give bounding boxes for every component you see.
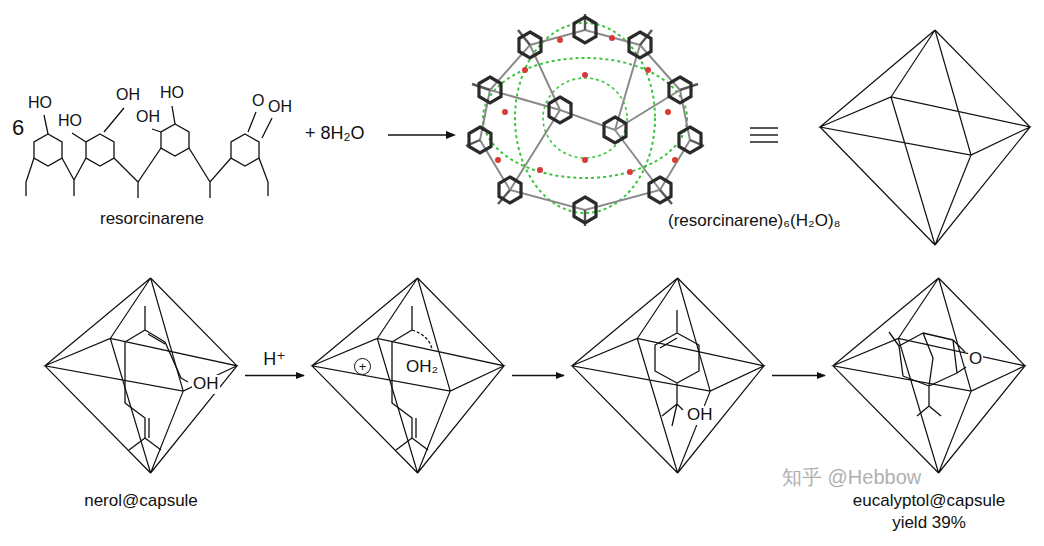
drawing-part xyxy=(466,14,704,226)
drawing-part xyxy=(582,72,588,78)
octahedron-edges xyxy=(572,278,764,473)
aryl-ring xyxy=(161,124,189,156)
octahedron-edges xyxy=(833,278,1025,473)
drawing-part xyxy=(609,35,615,41)
drawing-part xyxy=(446,131,456,139)
drawing-part xyxy=(574,197,596,223)
atom-label: OH xyxy=(116,86,140,104)
drawing-part xyxy=(537,167,543,173)
reaction-arrow xyxy=(388,131,456,139)
drawing-part xyxy=(750,127,778,128)
drawing-part xyxy=(388,134,448,135)
drawing-part xyxy=(750,141,778,142)
compound-name: (resorcinarene)₆(H₂O)₈ xyxy=(668,212,841,231)
yield-note: yield 39% xyxy=(891,514,967,533)
octahedron-outline xyxy=(833,278,1025,473)
drawing-part xyxy=(495,35,678,175)
drawing-part xyxy=(582,157,588,163)
drawing-part xyxy=(499,177,521,203)
octahedron-outline xyxy=(572,278,764,473)
drawing-part xyxy=(665,109,671,115)
drawing-part xyxy=(750,134,778,135)
guest-molecule xyxy=(412,330,432,350)
stoichiometric-coefficient: 6 xyxy=(12,116,24,140)
capsule-octahedron: + OH₂ xyxy=(312,278,504,473)
drawing-part xyxy=(480,30,690,210)
drawing-part xyxy=(557,37,563,43)
aryl-ring xyxy=(34,134,62,166)
atom-label: OH xyxy=(192,375,220,394)
aryl-ring xyxy=(231,134,259,166)
arrow-reagent: H⁺ xyxy=(263,350,286,370)
octahedron-edges xyxy=(45,278,237,473)
atom-label: OH xyxy=(136,108,160,126)
species-caption: eucalyptol@capsule xyxy=(852,492,1006,511)
octahedron-edges xyxy=(312,278,504,473)
reaction-arrow xyxy=(772,375,825,376)
atom-label: OH₂ xyxy=(405,358,439,377)
capsule-model xyxy=(466,14,704,226)
drawing-part xyxy=(549,97,571,123)
guest-molecule xyxy=(125,306,188,450)
atom-label: HO xyxy=(160,84,184,102)
capsule-octahedron: OH xyxy=(572,278,764,473)
drawing-part xyxy=(649,177,671,203)
atom-label: HO xyxy=(28,94,52,112)
drawing-part xyxy=(522,67,528,73)
drawing-part xyxy=(502,109,508,115)
drawing-part xyxy=(519,32,541,58)
bridge-lines xyxy=(26,148,268,198)
guest-molecule xyxy=(392,306,428,450)
drawing-part xyxy=(820,30,1030,245)
drawing-part xyxy=(479,77,501,103)
atom-label: O xyxy=(252,92,264,110)
capsule-octahedron: Oeucalyptol@capsuleyield 39% xyxy=(833,278,1025,473)
drawing-part xyxy=(669,77,691,103)
drawing-part xyxy=(483,58,687,178)
drawing-part xyxy=(679,127,701,153)
equivalence-sign xyxy=(750,128,778,142)
drawing-part xyxy=(574,17,596,43)
reaction-arrow xyxy=(512,375,564,376)
species-caption: nerol@capsule xyxy=(83,492,199,511)
watermark: 知乎 @Hebbow xyxy=(782,466,921,488)
guest-molecule xyxy=(889,332,966,416)
capsule-octahedron xyxy=(820,30,1030,245)
drawing-part xyxy=(629,32,651,58)
drawing-part xyxy=(604,117,626,143)
reagent-label: + 8H₂O xyxy=(305,124,365,144)
atom-label: O xyxy=(968,350,983,369)
atom-label: HO xyxy=(58,112,82,130)
atom-label: OH xyxy=(686,406,714,425)
aryl-ring xyxy=(86,134,114,166)
capsule-octahedron: OHnerol@capsule xyxy=(45,278,237,473)
charge-symbol: + xyxy=(354,358,371,375)
drawing-part xyxy=(469,127,491,153)
resorcinarene-structure xyxy=(26,106,272,198)
bond-lines xyxy=(44,106,272,142)
drawing-part xyxy=(645,67,651,73)
atom-label: OH xyxy=(268,98,292,116)
drawing-part xyxy=(672,157,678,163)
reaction-arrow xyxy=(245,375,304,376)
drawing-part xyxy=(495,157,501,163)
compound-name: resorcinarene xyxy=(100,210,204,229)
drawing-part xyxy=(627,169,633,175)
